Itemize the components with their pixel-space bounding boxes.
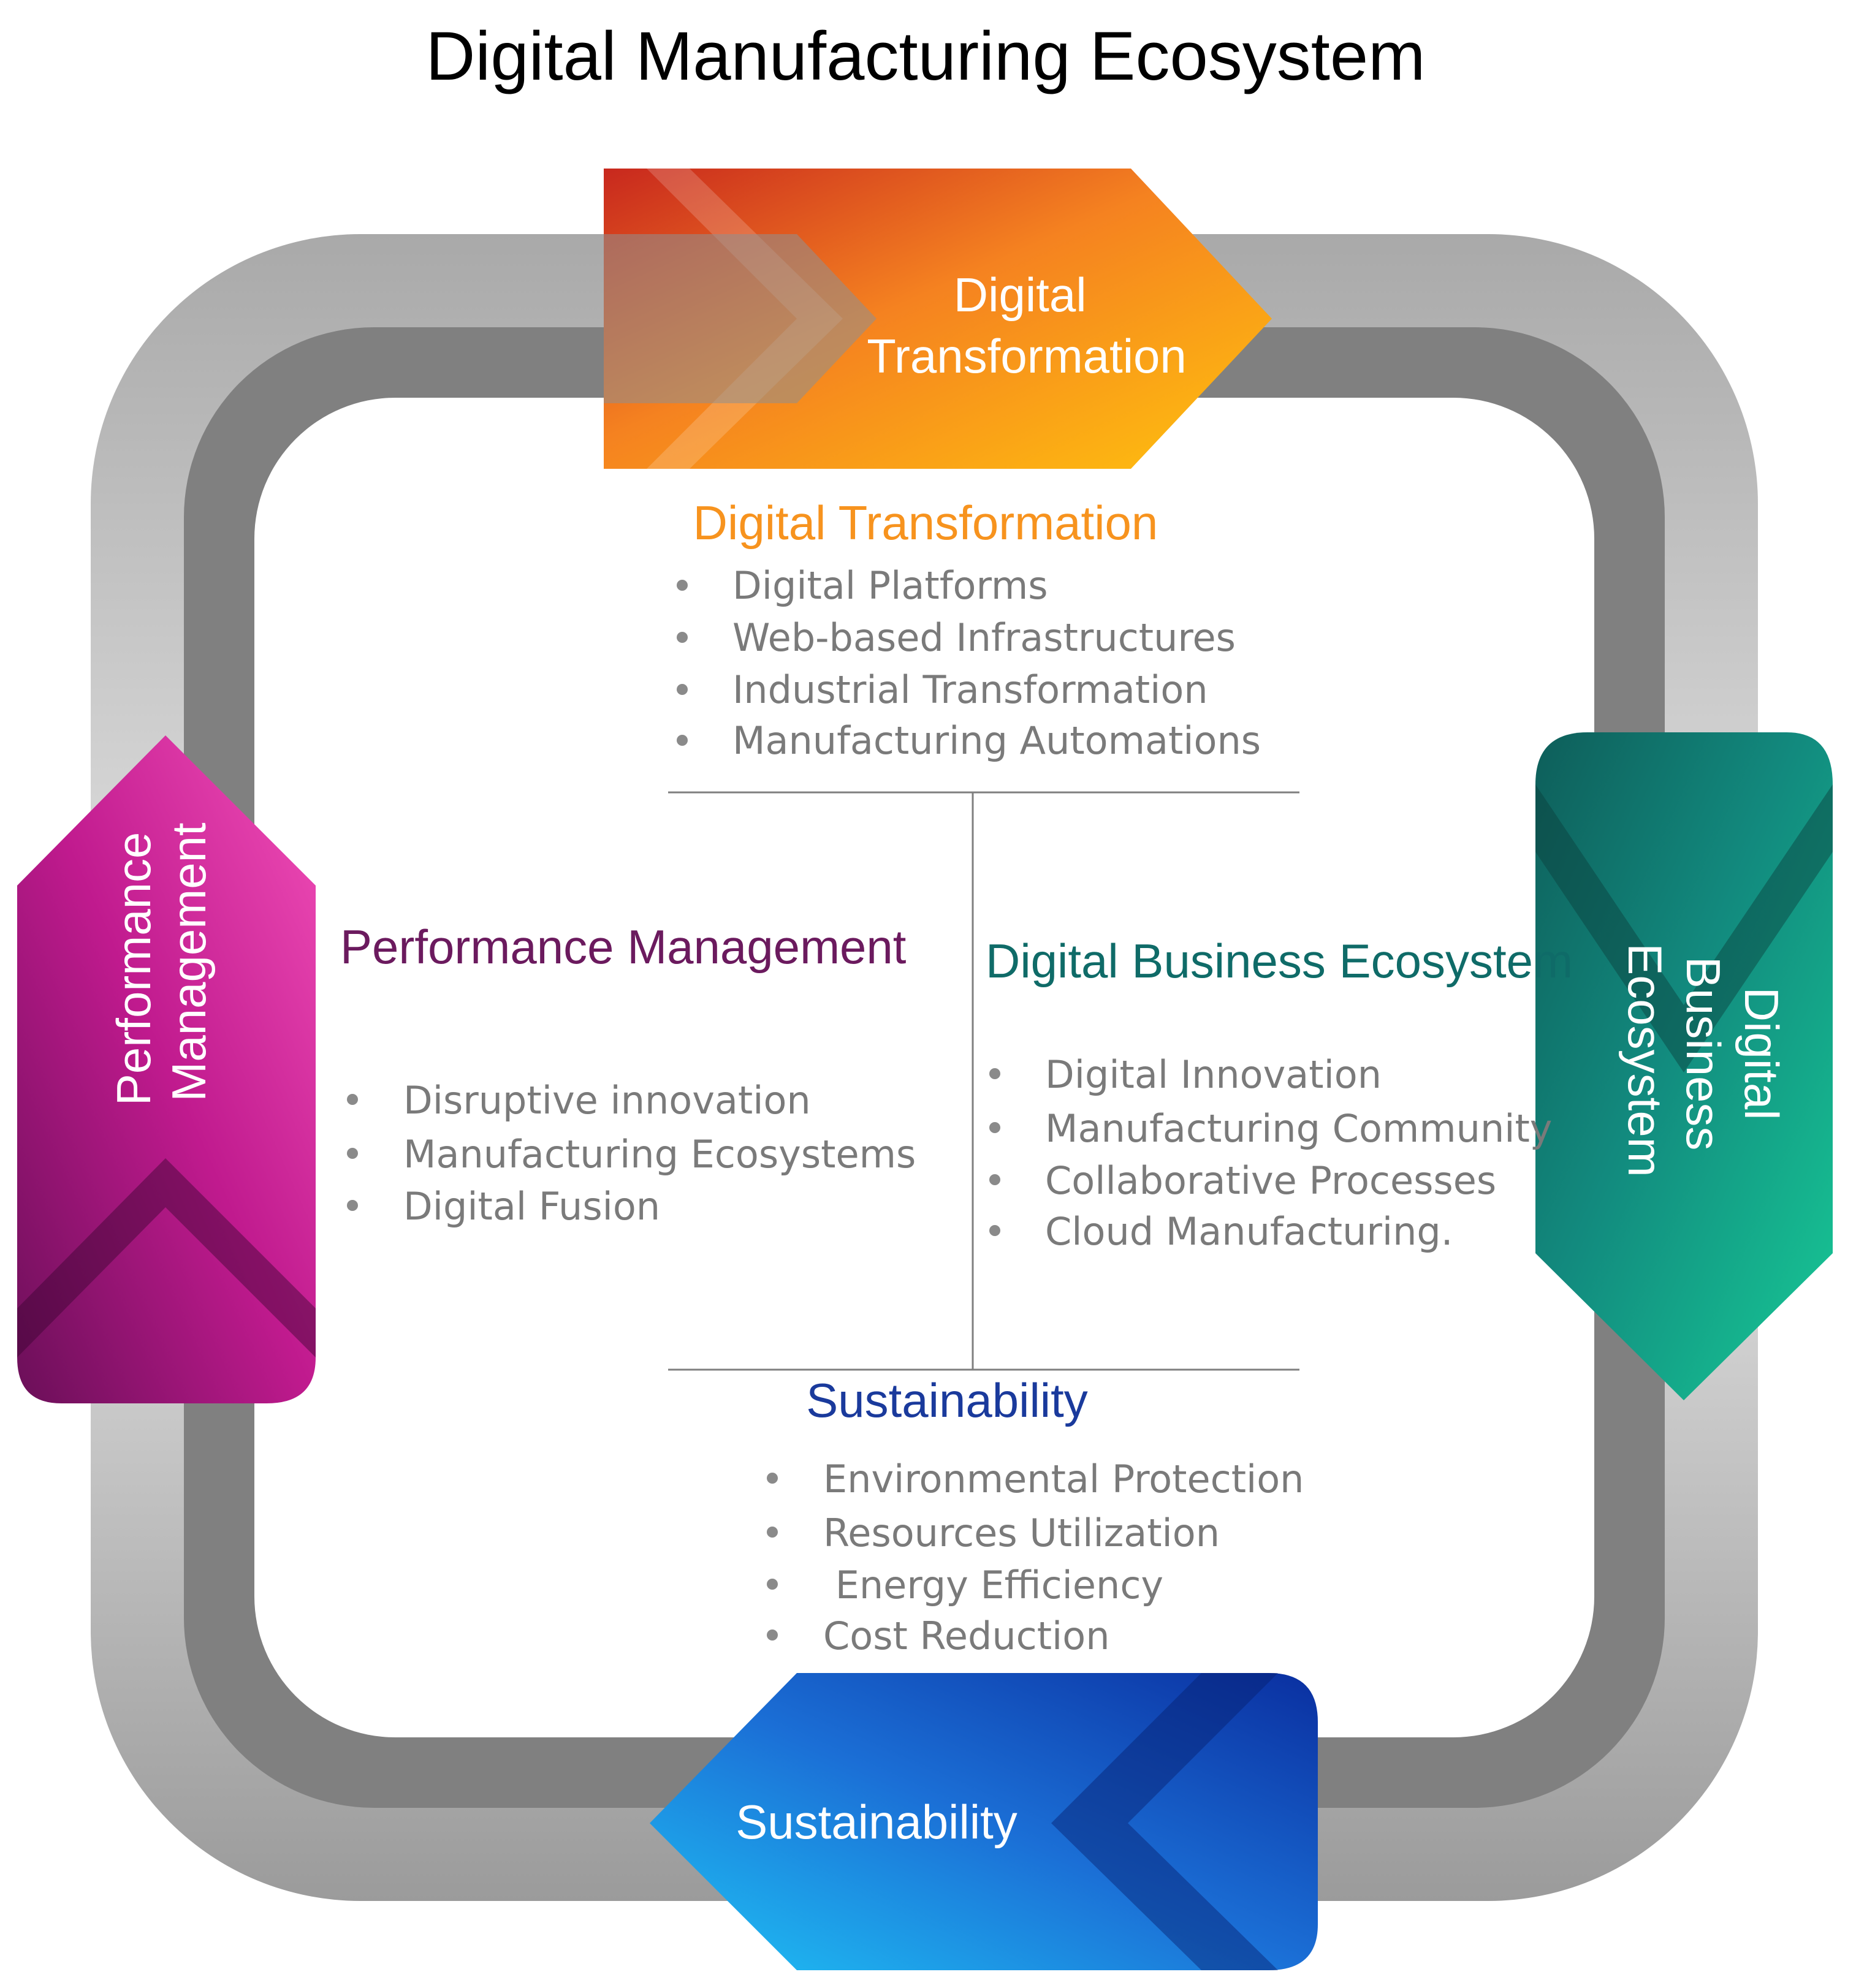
bullet-dot [677,684,688,695]
pm-item: Disruptive innovation [403,1078,811,1123]
badge-right-label: Digital Business Ecosystem [1618,943,1789,1177]
badge-right-line-1: Digital [1735,987,1789,1120]
badge-right-dark-notch [1535,784,1833,1072]
sus-item: Energy Efficiency [823,1563,1163,1607]
badge-left-line-1: Performance [107,832,161,1106]
badge-bottom-label: Sustainability [736,1795,1017,1849]
badge-top-line-2: Transformation [867,329,1187,383]
ring-loop [91,234,1758,1901]
dbe-item: Cloud Manufacturing. [1045,1209,1453,1254]
dt-item: Digital Platforms [732,563,1048,608]
dt-item: Manufacturing Automations [732,718,1261,763]
section-sus-title: Sustainability [806,1373,1088,1427]
ring-enter-top [604,234,877,403]
dt-item: Web-based Infrastructures [732,615,1236,660]
badge-top-line-1: Digital [954,268,1087,322]
badge-left-shape [17,735,316,1403]
bullet-dot [677,580,688,591]
bullet-dot [347,1148,358,1159]
badge-top-label: Digital Transformation [867,268,1187,383]
sus-item: Cost Reduction [823,1614,1109,1658]
diagram-title: Digital Manufacturing Ecosystem [426,18,1426,94]
section-sustainability: Sustainability Environmental Protection … [767,1373,1304,1658]
section-sus-list: Environmental Protection Resources Utili… [767,1457,1304,1658]
section-dbe-title: Digital Business Ecosystem [986,934,1573,988]
bullet-dot [677,735,688,746]
bullet-dot [767,1473,778,1484]
badge-left-line-2: Management [162,822,216,1102]
bullet-dot [989,1174,1000,1185]
badge-digital-transformation: Digital Transformation [604,169,1272,469]
dt-item: Industrial Transformation [732,667,1208,712]
bullet-dot [767,1629,778,1641]
badge-sustainability: Sustainability [650,1673,1318,1970]
section-pm-list: Disruptive innovation Manufacturing Ecos… [347,1078,916,1229]
sus-item: Environmental Protection [823,1457,1304,1501]
section-digital-business-ecosystem: Digital Business Ecosystem Digital Innov… [986,934,1573,1254]
dbe-item: Collaborative Processes [1045,1158,1496,1203]
bullet-dot [989,1122,1000,1133]
section-pm-title: Performance Management [340,920,907,974]
divider-lines [668,791,1299,1371]
badge-performance-management: Performance Management [17,735,316,1403]
dbe-item: Manufacturing Community [1045,1106,1553,1151]
badge-bottom-dark-notch [1051,1673,1278,1970]
section-digital-transformation: Digital Transformation Digital Platforms… [677,496,1261,763]
section-dt-title: Digital Transformation [693,496,1158,550]
badge-bottom-shape [650,1673,1318,1970]
ring-hole [254,398,1594,1737]
section-dt-list: Digital Platforms Web-based Infrastructu… [677,563,1261,763]
badge-digital-business-ecosystem: Digital Business Ecosystem [1535,732,1833,1400]
badge-right-line-3: Ecosystem [1618,943,1672,1177]
bullet-dot [767,1527,778,1538]
bullet-dot [989,1068,1000,1079]
bullet-dot [347,1094,358,1105]
badge-left-label: Performance Management [107,819,216,1106]
section-performance-management: Performance Management Disruptive innova… [340,920,916,1229]
badge-right-line-2: Business [1676,957,1730,1151]
dbe-item: Digital Innovation [1045,1052,1382,1097]
pm-item: Manufacturing Ecosystems [403,1132,916,1177]
badge-right-shape [1535,732,1833,1400]
bullet-dot [347,1200,358,1211]
section-dbe-list: Digital Innovation Manufacturing Communi… [989,1052,1553,1254]
badge-left-dark-notch [17,1158,316,1357]
pm-item: Digital Fusion [403,1184,660,1229]
bullet-dot [677,632,688,643]
sus-item: Resources Utilization [823,1511,1220,1555]
bullet-dot [989,1225,1000,1236]
bullet-dot [767,1579,778,1590]
